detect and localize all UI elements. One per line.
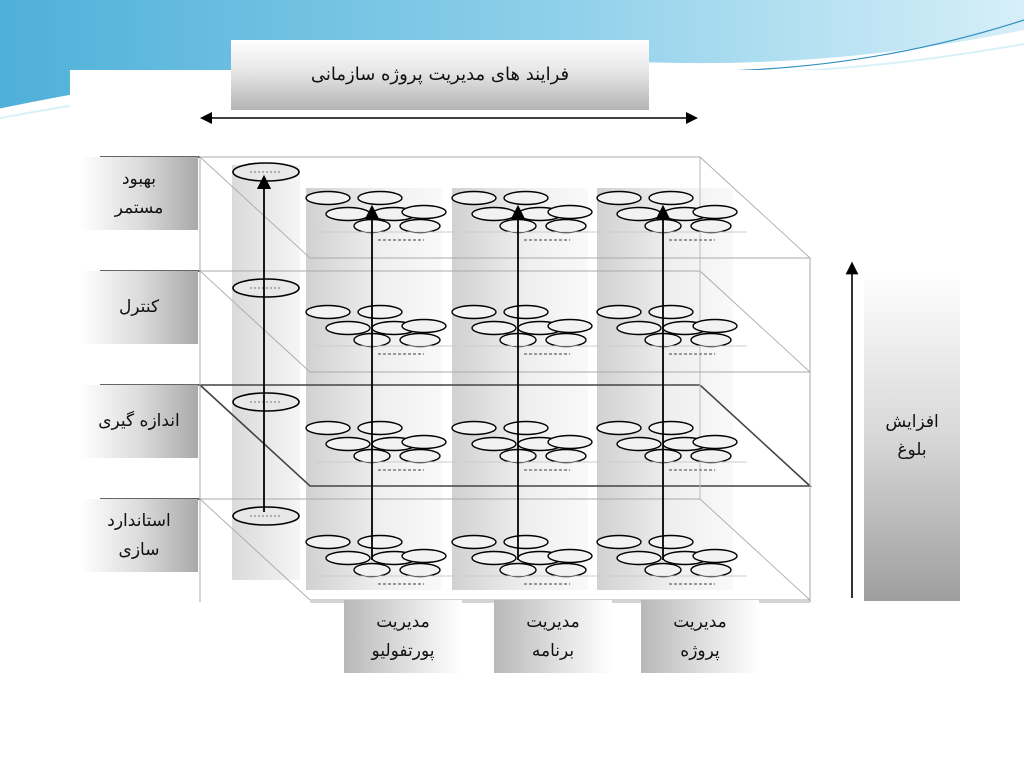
- process-oval: [499, 562, 537, 578]
- process-oval: [471, 550, 517, 566]
- process-oval: [545, 332, 587, 348]
- process-oval: [305, 420, 351, 436]
- process-oval: [648, 534, 694, 550]
- process-oval: [401, 318, 447, 334]
- process-oval: [399, 332, 441, 348]
- process-oval: [401, 434, 447, 450]
- column-label-line: پورتفولیو: [371, 640, 435, 661]
- process-oval: [545, 562, 587, 578]
- level-label-control: کنترل: [80, 271, 198, 344]
- process-oval: [325, 206, 371, 222]
- level-label-standardization: استاندارد سازی: [80, 499, 198, 572]
- process-oval: [401, 548, 447, 564]
- process-oval: [547, 434, 593, 450]
- process-oval: [690, 562, 732, 578]
- process-oval: [399, 218, 441, 234]
- column-label-line: برنامه: [531, 640, 575, 661]
- process-oval: [692, 204, 738, 220]
- page-title-box: فرایند های مدیریت پروژه سازمانی: [231, 40, 649, 110]
- level-label-line: اندازه گیری: [98, 411, 180, 432]
- level-label-line: استاندارد: [107, 511, 171, 532]
- page-title: فرایند های مدیریت پروژه سازمانی: [310, 64, 570, 86]
- process-oval: [503, 534, 549, 550]
- process-oval: [616, 550, 662, 566]
- column-label-portfolio: مدیریت پورتفولیو: [344, 600, 462, 673]
- level-label-line: مستمر: [114, 197, 164, 218]
- process-oval: [648, 304, 694, 320]
- maturity-label-line: افزایش: [885, 411, 939, 432]
- process-oval: [692, 318, 738, 334]
- process-oval: [471, 436, 517, 452]
- process-oval: [648, 420, 694, 436]
- process-oval: [503, 190, 549, 206]
- process-oval: [325, 436, 371, 452]
- process-oval: [471, 206, 517, 222]
- process-oval: [616, 206, 662, 222]
- process-oval: [596, 420, 642, 436]
- column-label-program: مدیریت برنامه: [494, 600, 612, 673]
- process-oval: [690, 448, 732, 464]
- process-oval: [547, 318, 593, 334]
- level-label-line: بهبود: [121, 169, 157, 190]
- process-oval: [596, 304, 642, 320]
- maturity-label-line: بلوغ: [897, 440, 927, 460]
- process-oval: [451, 420, 497, 436]
- column-shade-3: [597, 188, 733, 590]
- process-oval: [616, 436, 662, 452]
- process-oval: [503, 304, 549, 320]
- process-oval: [545, 448, 587, 464]
- process-oval: [305, 534, 351, 550]
- level-label-improvement: بهبود مستمر: [80, 157, 198, 230]
- process-oval: [690, 218, 732, 234]
- process-oval: [357, 190, 403, 206]
- column-shade-2: [452, 188, 588, 590]
- process-oval: [692, 434, 738, 450]
- column-label-line: پروژه: [680, 640, 720, 661]
- process-oval: [547, 204, 593, 220]
- process-oval: [357, 304, 403, 320]
- process-oval: [545, 218, 587, 234]
- level-label-measurement: اندازه گیری: [80, 385, 198, 458]
- process-oval: [305, 304, 351, 320]
- process-oval: [353, 562, 391, 578]
- column-label-line: مدیریت: [526, 612, 580, 633]
- process-oval: [451, 304, 497, 320]
- process-oval: [644, 562, 682, 578]
- column-shade-1: [306, 188, 442, 590]
- process-oval: [471, 320, 517, 336]
- process-oval: [616, 320, 662, 336]
- process-oval: [399, 562, 441, 578]
- process-oval: [503, 420, 549, 436]
- process-oval: [357, 534, 403, 550]
- process-oval: [325, 320, 371, 336]
- process-oval: [596, 190, 642, 206]
- process-oval: [451, 190, 497, 206]
- column-label-project: مدیریت پروژه: [641, 600, 759, 673]
- process-oval: [596, 534, 642, 550]
- process-oval: [692, 548, 738, 564]
- process-oval: [305, 190, 351, 206]
- process-oval: [357, 420, 403, 436]
- process-oval: [547, 548, 593, 564]
- process-oval: [451, 534, 497, 550]
- level-label-line: سازی: [118, 539, 160, 560]
- process-oval: [401, 204, 447, 220]
- process-oval: [690, 332, 732, 348]
- column-label-line: مدیریت: [376, 612, 430, 633]
- column-label-line: مدیریت: [673, 612, 727, 633]
- process-oval: [325, 550, 371, 566]
- process-oval: [648, 190, 694, 206]
- maturity-increase-box: افزایش بلوغ: [864, 271, 960, 601]
- process-oval: [399, 448, 441, 464]
- level-label-line: کنترل: [118, 297, 160, 318]
